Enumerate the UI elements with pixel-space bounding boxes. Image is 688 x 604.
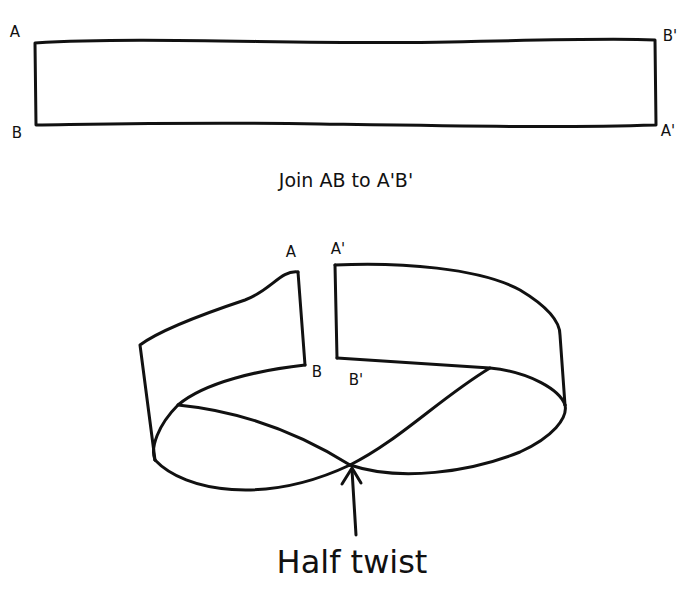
- corner-letter: B: [12, 125, 22, 142]
- callout-text: Half twist: [277, 545, 428, 580]
- band-right-bottom: [350, 405, 565, 474]
- band-left-bottom: [155, 460, 350, 490]
- band-left-top: [140, 272, 298, 460]
- corner-letter: A': [331, 241, 345, 258]
- pointer-arrow: [342, 468, 361, 535]
- band-right-top: [335, 264, 565, 405]
- arrow-head: [342, 468, 361, 484]
- paper-strip: [35, 39, 656, 126]
- instruction-caption: Join AB to A'B': [279, 170, 413, 191]
- corner-letter: B': [663, 28, 677, 45]
- arrow-shaft: [352, 470, 356, 535]
- mobius-band: [140, 264, 565, 490]
- band-right-inner: [337, 358, 490, 465]
- corner-letter: A: [10, 24, 20, 41]
- band-edge-ab: [298, 272, 305, 365]
- band-right-curve: [490, 368, 565, 405]
- corner-letter: B: [312, 364, 322, 381]
- corner-letter: B': [349, 372, 363, 389]
- band-left-twist: [178, 405, 350, 465]
- corner-letter: A: [286, 244, 296, 261]
- strip-outline: [35, 39, 656, 126]
- band-edge-a2b2: [335, 265, 337, 358]
- corner-letter: A': [661, 123, 675, 140]
